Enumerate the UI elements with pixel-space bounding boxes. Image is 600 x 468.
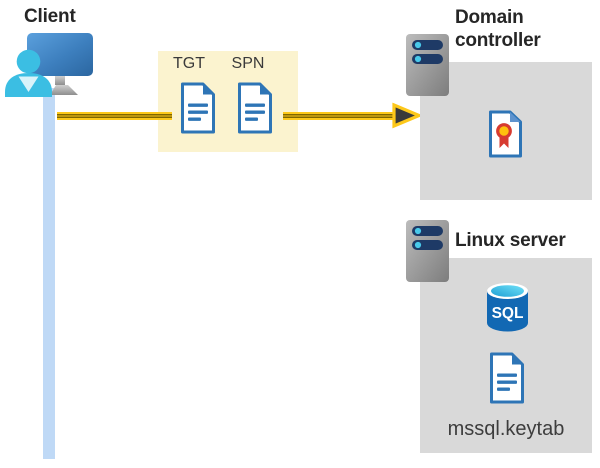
spn-document-icon [238,82,272,134]
monitor-icon [27,33,93,95]
tgt-document-icon [181,82,215,134]
linux-server-icon [406,220,449,282]
auth-arrow-line-right [283,112,394,120]
domain-controller-label: Domain controller [455,7,541,51]
spn-label: SPN [231,55,265,72]
arrowhead-right-icon [392,102,422,129]
certificate-icon [489,110,522,158]
auth-arrow-line-left [57,112,172,120]
keytab-filename-label: mssql.keytab [447,418,565,440]
client-timeline-line [43,88,55,459]
domain-controller-server-icon [406,34,449,96]
tgt-label: TGT [173,55,205,72]
linux-server-label: Linux server [455,230,566,251]
keytab-document-icon [490,352,524,404]
user-icon [5,49,52,97]
client-computer-user-icon [5,33,93,97]
sql-database-icon: SQL [487,283,528,332]
sql-badge-text: SQL [492,305,524,322]
client-label: Client [24,6,76,27]
